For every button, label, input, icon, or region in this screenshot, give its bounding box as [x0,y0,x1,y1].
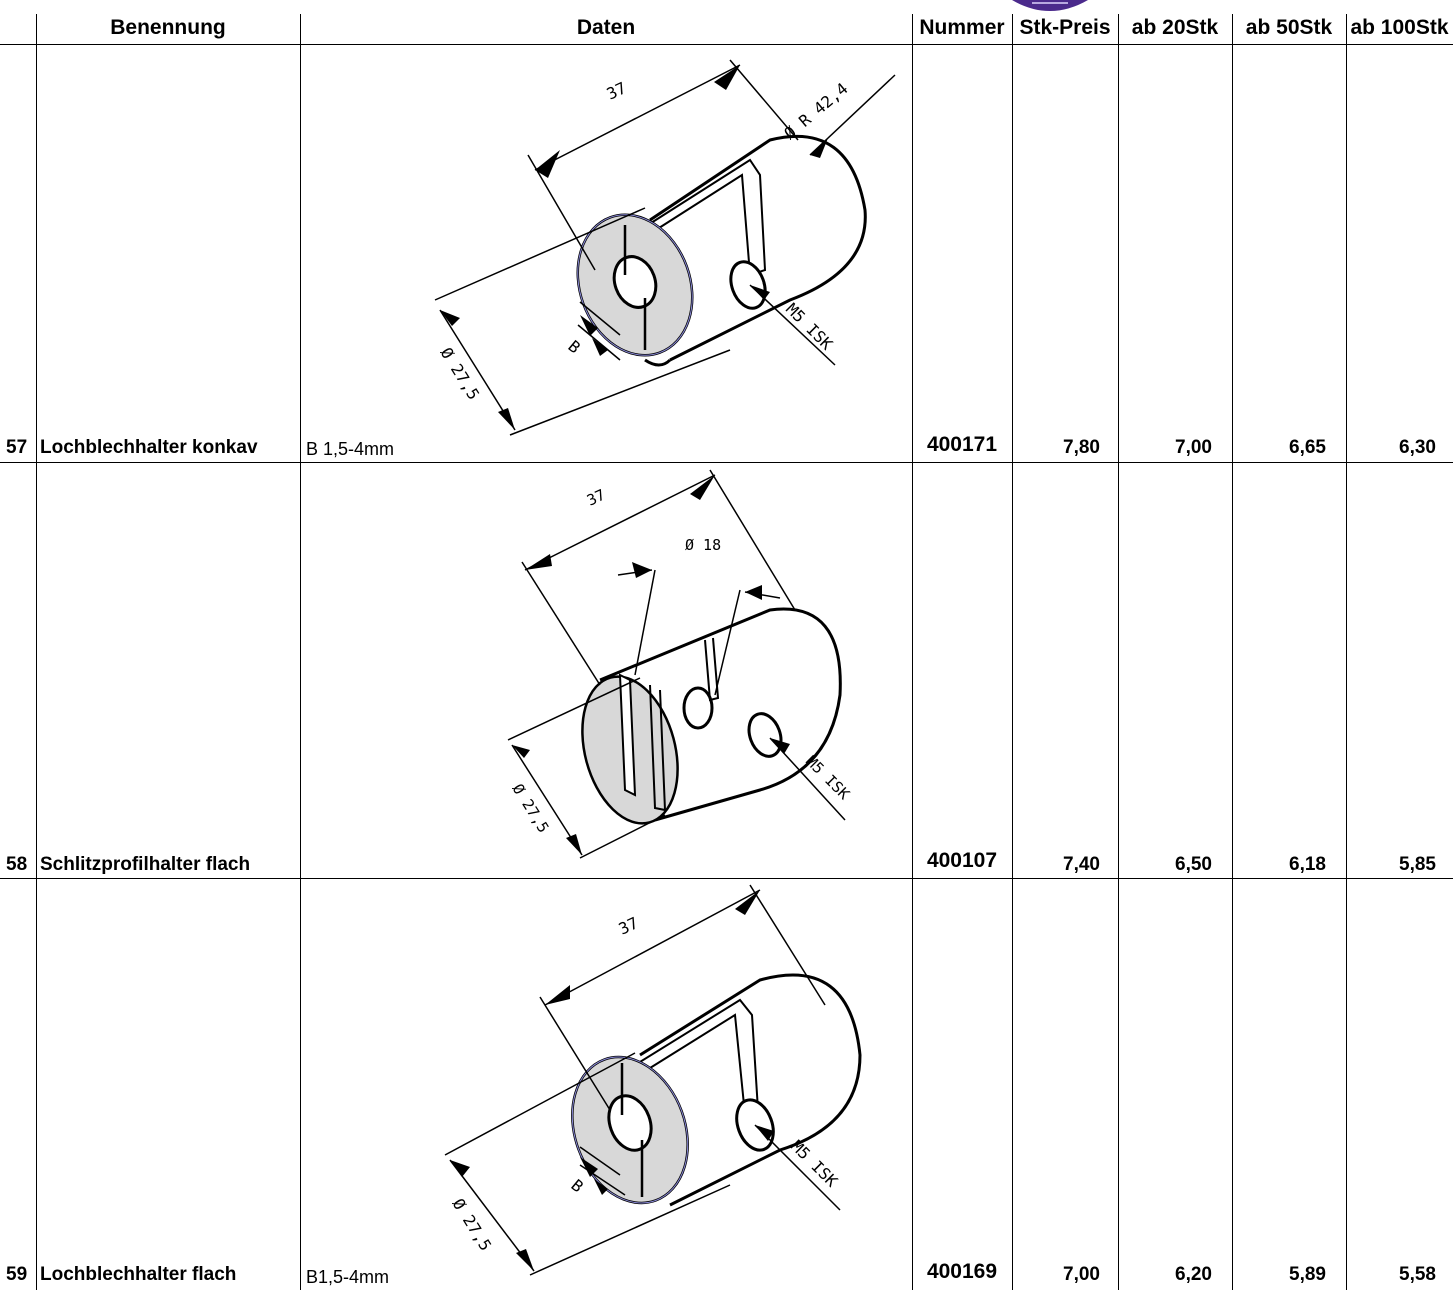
dim-slot: Ø 18 [685,536,721,554]
dim-length: 37 [584,486,608,510]
header-stk-preis: Stk-Preis [1019,16,1111,39]
header-nummer: Nummer [919,16,1005,39]
product-name: Lochblechhalter flach [40,1264,237,1285]
product-number: 400169 [926,1260,998,1283]
product-name: Schlitzprofilhalter flach [40,854,251,875]
header-ab20: ab 20Stk [1131,16,1219,39]
row-number: 57 [6,437,28,458]
price-ab100: 6,30 [1399,437,1436,458]
price-single: 7,00 [1063,1264,1100,1285]
product-data: B 1,5-4mm [306,438,395,459]
price-ab100: 5,58 [1399,1264,1436,1285]
product-name: Lochblechhalter konkav [40,437,258,458]
dim-diameter: Ø 27,5 [449,1195,496,1254]
price-ab20: 6,20 [1175,1264,1212,1285]
price-single: 7,80 [1063,437,1100,458]
price-ab50: 6,18 [1289,854,1326,875]
technical-drawing-lochblechhalter-konkav: 37 Ø R 42,4 Ø 27,5 M5 ISK B [434,59,896,436]
technical-drawing-lochblechhalter-flach: 37 Ø 27,5 M5 ISK B [444,884,862,1276]
price-ab20: 7,00 [1175,437,1212,458]
row-number: 58 [6,854,28,875]
dim-length: 37 [616,913,641,938]
price-single: 7,40 [1063,854,1100,875]
header-benennung: Benennung [110,16,226,39]
dim-diameter: Ø 27,5 [437,344,484,403]
product-data: B1,5-4mm [306,1266,390,1287]
dim-b: B [567,1176,587,1197]
brand-logo-icon [1012,0,1088,11]
dim-thread: M5 ISK [782,299,837,354]
header-ab100: ab 100Stk [1350,16,1449,39]
price-ab50: 5,89 [1289,1264,1326,1285]
header-ab50: ab 50Stk [1245,16,1333,39]
dim-thread: M5 ISK [802,752,853,803]
dim-diameter: Ø 27,5 [509,781,553,836]
dim-length: 37 [604,78,629,103]
product-number: 400171 [926,433,998,456]
header-daten: Daten [576,16,636,39]
row-number: 59 [6,1264,28,1285]
dim-radius: Ø R 42,4 [780,79,851,143]
product-number: 400107 [926,849,998,872]
price-ab100: 5,85 [1399,854,1436,875]
price-ab50: 6,65 [1289,437,1326,458]
dim-thread: M5 ISK [787,1136,842,1191]
price-ab20: 6,50 [1175,854,1212,875]
dim-b: B [564,337,584,358]
technical-drawing-schlitzprofilhalter-flach: 37 Ø 18 Ø 27,5 M5 ISK [507,469,853,859]
